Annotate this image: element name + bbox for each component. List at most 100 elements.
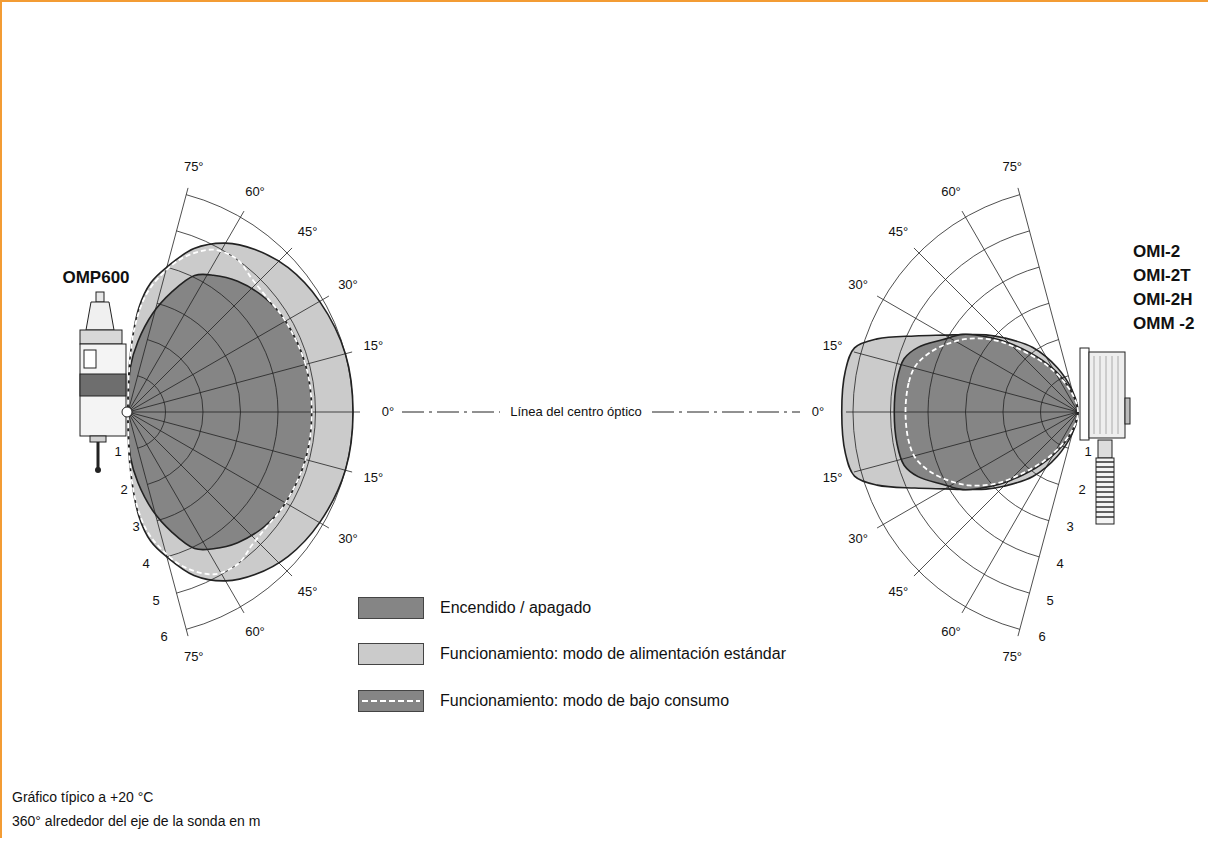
angle-label: 30° — [848, 532, 868, 547]
angle-label: 15° — [364, 470, 384, 485]
angle-label: 0° — [382, 405, 394, 420]
angle-label: 60° — [941, 185, 961, 200]
angle-ray — [128, 211, 244, 412]
legend-text: Funcionamiento: modo de alimentación est… — [440, 645, 786, 663]
distance-label: 1 — [1084, 445, 1091, 460]
low-power-outline — [128, 250, 312, 575]
angle-ray — [128, 412, 360, 413]
legend-swatch — [358, 597, 424, 619]
frame-line — [0, 0, 1208, 2]
angle-label: 30° — [848, 278, 868, 293]
housing-fin — [1112, 356, 1113, 434]
distance-label: 6 — [160, 630, 167, 645]
housing-fin — [1106, 356, 1107, 434]
polar-plot — [842, 188, 1078, 636]
angle-ray — [128, 412, 292, 576]
low-power-outline — [906, 338, 1078, 485]
angle-label: 45° — [889, 225, 909, 240]
stylus-ball — [95, 467, 101, 473]
legend-swatch — [358, 643, 424, 665]
receiver-name: OMI-2 — [1133, 242, 1180, 262]
angle-label: 75° — [184, 159, 204, 174]
angle-ray — [962, 412, 1078, 613]
receiver-illustration — [1080, 348, 1130, 524]
probe-lens — [122, 407, 132, 417]
distance-label: 1 — [114, 445, 121, 460]
frame-line — [0, 0, 2, 838]
angle-ray — [128, 248, 292, 412]
thread-stroke — [1096, 466, 1114, 467]
angle-label: 30° — [338, 532, 358, 547]
stylus-holder — [90, 436, 106, 442]
thread-stroke — [1096, 496, 1114, 497]
standard-range-lobe — [842, 335, 1078, 490]
thread-stroke — [1096, 486, 1114, 487]
angle-ray — [1018, 188, 1078, 412]
angle-ray — [854, 412, 1078, 472]
flange — [80, 330, 122, 344]
pull-stud — [96, 292, 104, 302]
angle-ray — [846, 412, 1078, 413]
swatch-pattern — [359, 691, 423, 711]
receiver-front — [1080, 348, 1089, 440]
receiver-name: OMI-2H — [1133, 290, 1193, 310]
angle-ray — [854, 352, 1078, 412]
mounting-bracket — [1125, 398, 1130, 424]
note: Gráfico típico a +20 °C — [12, 789, 153, 805]
thread-stroke — [1096, 461, 1114, 462]
angle-label: 45° — [298, 584, 318, 599]
receiver-body — [1089, 352, 1125, 438]
legend-swatch — [358, 690, 424, 712]
angle-label: 60° — [245, 625, 265, 640]
thread-stroke — [1096, 471, 1114, 472]
thread-stroke — [1096, 506, 1114, 507]
distance-label: 2 — [1078, 483, 1085, 498]
probe-illustration — [80, 292, 132, 473]
legend-text: Funcionamiento: modo de bajo consumo — [440, 692, 729, 710]
distance-label: 6 — [1038, 630, 1045, 645]
distance-label: 3 — [132, 520, 139, 535]
angle-ray — [128, 188, 188, 412]
thread-stroke — [1096, 501, 1114, 502]
housing-fin — [1100, 356, 1101, 434]
centre-line — [402, 412, 500, 413]
angle-label: 45° — [298, 225, 318, 240]
centre-line-label: Línea del centro óptico — [506, 405, 646, 420]
distance-label: 2 — [120, 483, 127, 498]
distance-label: 3 — [1066, 520, 1073, 535]
thread-stroke — [1096, 516, 1114, 517]
angle-ray — [128, 352, 352, 412]
angle-label: 75° — [1002, 650, 1022, 665]
window-band — [80, 374, 126, 396]
polar-plot — [128, 188, 360, 636]
centre-line — [652, 412, 800, 413]
angle-label: 0° — [812, 405, 824, 420]
distance-label: 5 — [1046, 594, 1053, 609]
angle-ray — [128, 412, 329, 528]
distance-label: 5 — [152, 594, 159, 609]
probe-body — [80, 344, 126, 436]
angle-ray — [1018, 412, 1078, 636]
thread-stroke — [1096, 511, 1114, 512]
angle-label: 60° — [245, 185, 265, 200]
angle-ray — [962, 211, 1078, 412]
distance-label: 4 — [1056, 557, 1063, 572]
angle-label: 60° — [941, 625, 961, 640]
angle-label: 15° — [823, 470, 843, 485]
thread-stroke — [1096, 491, 1114, 492]
angle-ray — [128, 296, 329, 412]
gland-thread — [1096, 458, 1114, 524]
thread-stroke — [1096, 481, 1114, 482]
angle-ray — [128, 412, 244, 613]
legend-text: Encendido / apagado — [440, 599, 591, 617]
angle-label: 15° — [823, 339, 843, 354]
angle-ray — [128, 412, 352, 472]
angle-label: 75° — [184, 650, 204, 665]
thread-stroke — [1096, 476, 1114, 477]
stylus — [97, 442, 100, 468]
angle-label: 15° — [364, 339, 384, 354]
taper — [86, 302, 114, 330]
receiver-name: OMM -2 — [1133, 314, 1194, 334]
